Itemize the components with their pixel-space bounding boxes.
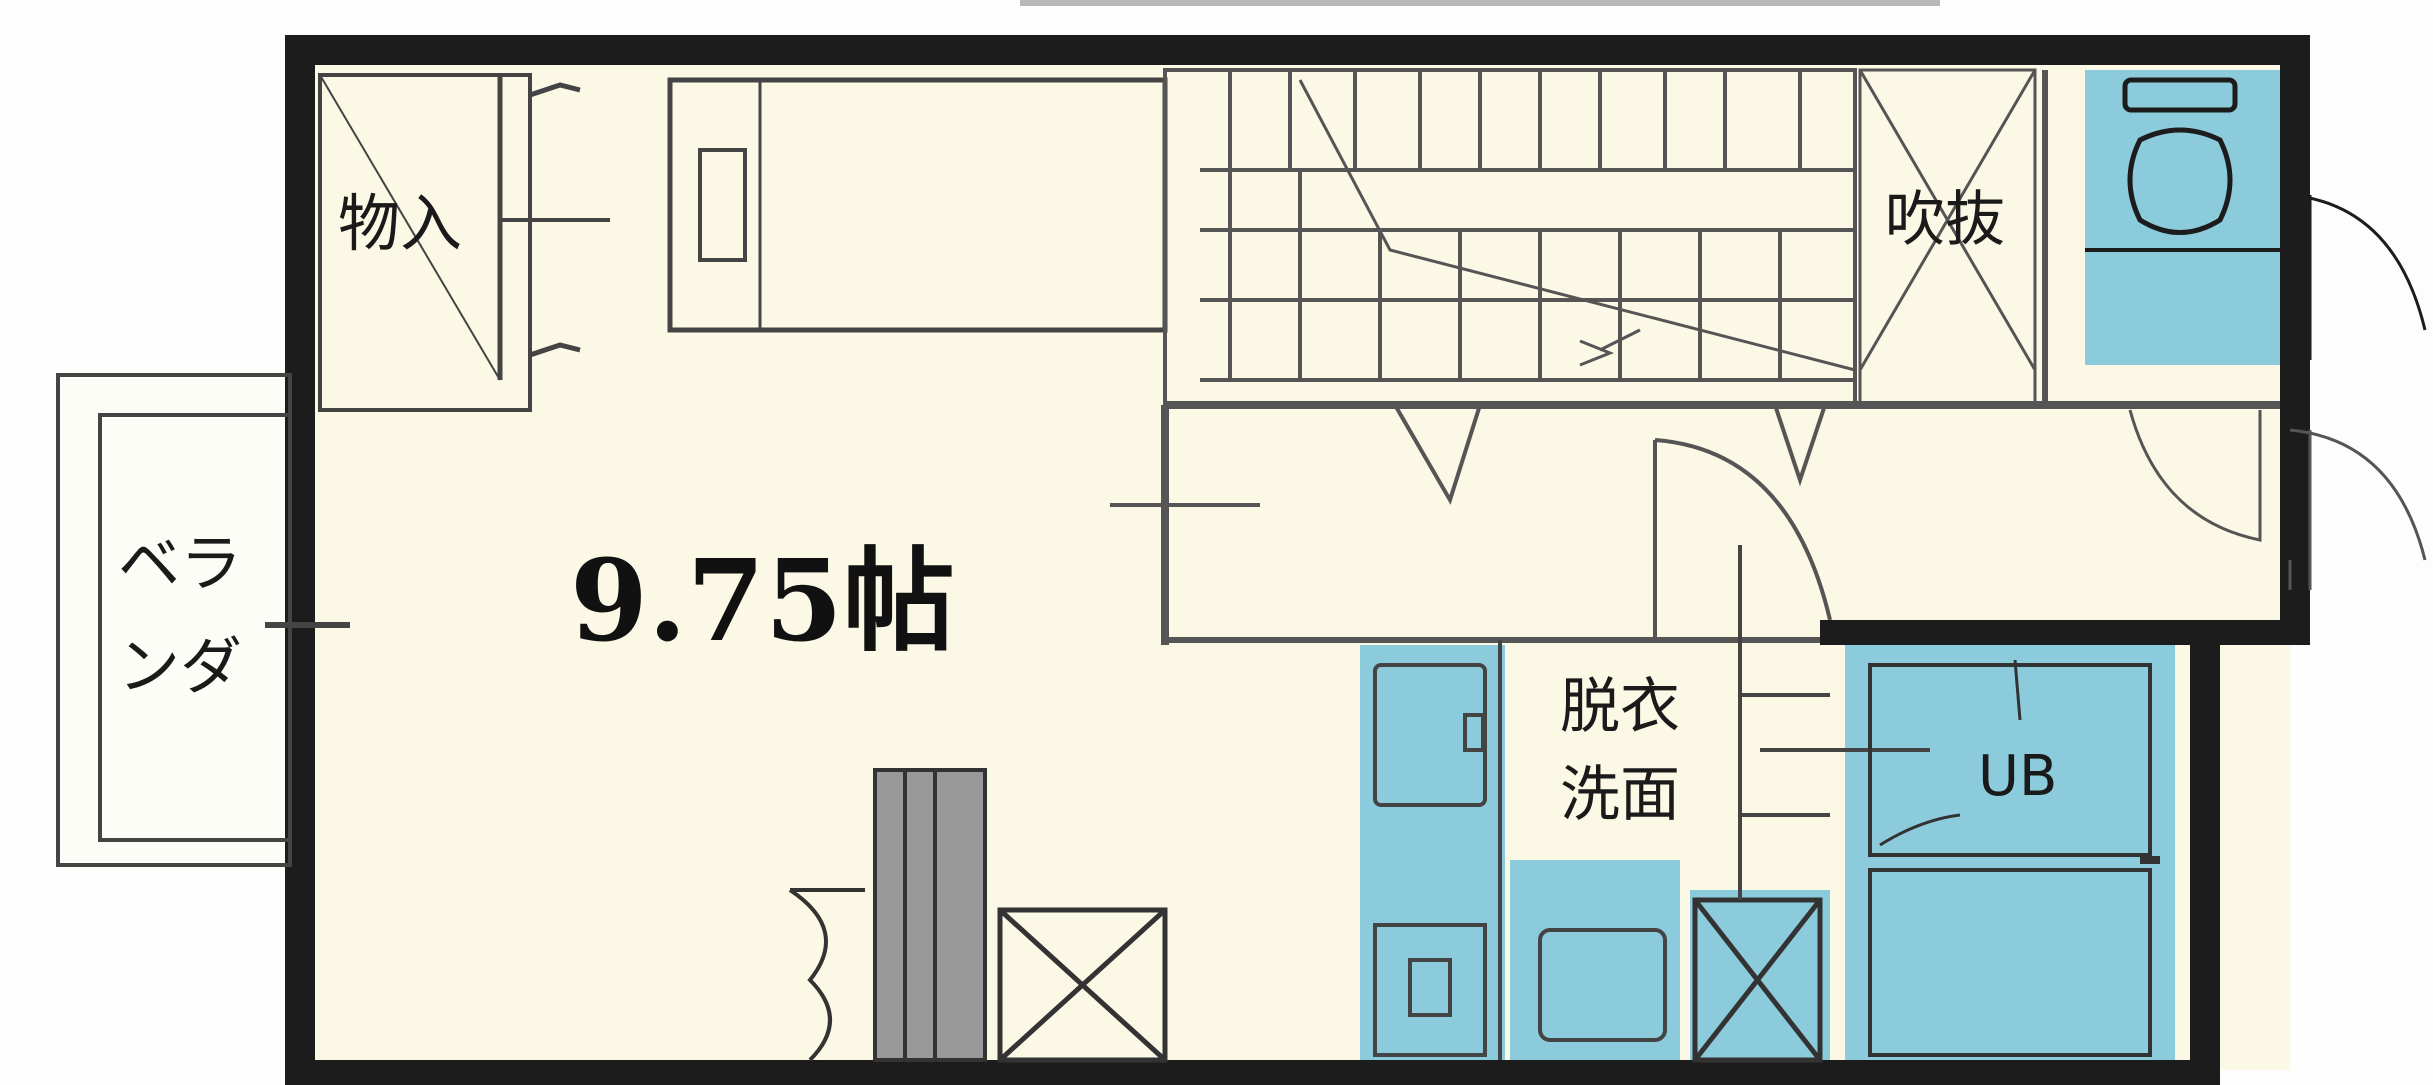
label-balcony-1: ベラ (118, 527, 242, 600)
washer-space-icon (1692, 897, 1823, 1063)
top-edge-strip (1020, 0, 1940, 6)
balcony-floor (60, 370, 290, 870)
label-bath: UB (1978, 744, 2057, 809)
label-dressing-2: 洗面 (1560, 760, 1680, 830)
label-balcony-2: ンダ (118, 630, 242, 703)
label-dressing-1: 脱衣 (1560, 672, 1680, 742)
wall-step (1820, 620, 2310, 645)
bathtub-icon (1868, 659, 2160, 1057)
wall-top (285, 35, 2305, 65)
label-area: 9.75帖 (570, 536, 955, 667)
dressing-area (1498, 545, 1930, 1060)
kitchen-sink-icon (1373, 663, 1487, 1057)
label-void: 吹抜 (1885, 185, 2005, 255)
wall-right-lower (2190, 620, 2220, 1085)
wall-bottom (285, 1060, 2215, 1085)
corridor (1110, 401, 2427, 645)
labels: 物入 ベラ ンダ 9.75帖 吹抜 脱衣 洗面 UB (118, 185, 2057, 850)
balcony (56, 373, 350, 867)
wall-right-upper (2280, 35, 2310, 645)
dressing-label-bg (1552, 655, 1722, 850)
closet-outline (318, 73, 532, 412)
closet-icon (318, 73, 610, 412)
refrigerator-space-icon (997, 907, 1168, 1063)
void-icon (1858, 68, 2048, 407)
label-storage: 物入 (338, 187, 462, 260)
pillar-icon (788, 768, 987, 1062)
toilet-icon (2085, 77, 2427, 360)
